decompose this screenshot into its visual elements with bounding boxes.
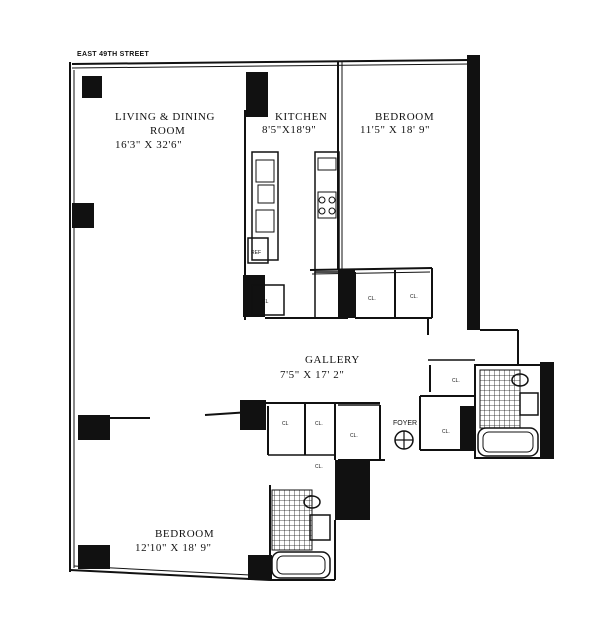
bathroom-right [477, 369, 539, 457]
interior-walls [110, 62, 475, 581]
living-dining-label: LIVING & DINING ROOM 16'3" X 32'6" [115, 111, 215, 151]
kitchen-name: KITCHEN [275, 111, 327, 123]
gallery-dims: 7'5" X 17' 2" [280, 369, 344, 381]
bedroom1-name: BEDROOM [375, 111, 434, 123]
gallery-name: GALLERY [305, 354, 360, 366]
refrigerator-label: REF [251, 250, 261, 256]
bedroom2-dims: 12'10" X 18' 9" [135, 542, 212, 554]
closet-label: CL. [315, 464, 323, 470]
living-dining-name-room: ROOM [150, 125, 185, 137]
structural-columns [72, 72, 272, 580]
living-dining-dims: 16'3" X 32'6" [115, 139, 182, 151]
closet-label: CL. [410, 294, 418, 300]
bedroom2-name: BEDROOM [155, 528, 214, 540]
foyer-name: FOYER [393, 420, 417, 427]
gallery-label: GALLERY 7'5" X 17' 2" [280, 354, 360, 381]
closet-label: CL. [442, 429, 450, 435]
kitchen-dims: 8'5"X18'9" [262, 124, 316, 136]
closet-label: CL [262, 299, 269, 305]
closet-label: CL. [368, 296, 376, 302]
foyer-entry-symbol [394, 430, 414, 450]
bathroom-bottom [271, 489, 331, 579]
living-dining-name: LIVING & DINING [115, 111, 215, 123]
closet-label: CL. [452, 378, 460, 384]
kitchen-closet [251, 284, 285, 316]
closet-label: CL [282, 421, 289, 427]
kitchen-label: KITCHEN 8'5"X18'9" [262, 111, 327, 136]
bedroom2-label: BEDROOM 12'10" X 18' 9" [135, 528, 214, 554]
street-label: EAST 49TH STREET [77, 51, 150, 58]
bedroom1-label: BEDROOM 11'5" X 18' 9" [360, 111, 434, 136]
kitchen-fixtures [247, 151, 340, 318]
closet-label: CL. [315, 421, 323, 427]
bedroom1-dims: 11'5" X 18' 9" [360, 124, 430, 136]
closet-label: CL. [350, 433, 358, 439]
